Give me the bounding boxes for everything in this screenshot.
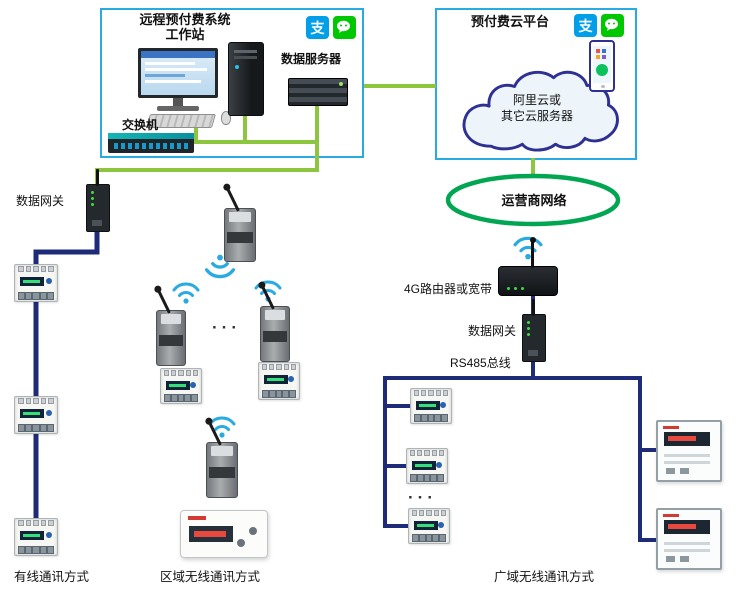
wall-display-meter [656,508,722,570]
wireless-breaker [224,187,256,262]
wall-display-meter [656,420,722,482]
din-meter [406,448,448,484]
tower-server [228,42,264,116]
gateway-right-label: 数据网关 [467,324,516,338]
cloud-platform-title: 预付费云平台 [470,14,549,29]
din-meter [410,388,452,424]
footer-regional-label: 区域无线通讯方式 [160,570,261,584]
rs485-bus-label: RS485总线 [450,356,511,370]
panel-meter [180,510,268,558]
router-label: 4G路由器或宽带 [403,282,492,296]
wireless-breaker [260,285,290,362]
wireless-breaker [156,289,186,366]
alipay-icon: 支 [306,16,329,39]
smartphone-icon [589,40,615,92]
blue-wire-wired-branch [33,229,100,538]
data-server-label: 数据服务器 [281,52,342,66]
data-gateway-left [86,169,110,232]
network-switch [108,133,194,153]
din-meter [408,508,450,544]
data-gateway-right [522,299,546,362]
monitor-screen [138,48,218,98]
din-meter [258,362,300,400]
din-meter [14,518,58,556]
4g-router [498,237,558,296]
wifi-icon [204,254,236,279]
workstation-title: 远程预付费系统 工作站 [110,12,260,42]
rack-server [288,78,348,106]
ellipsis-rs485: ··· [408,488,437,507]
workstation-title-line2: 工作站 [165,27,205,42]
footer-wired-label: 有线通讯方式 [14,570,90,584]
wechat-icon [333,16,356,39]
operator-network-ellipse [445,173,621,227]
wifi-icon [172,282,200,304]
workstation-title-line1: 远程预付费系统 [139,12,231,27]
ellipsis-regional: ··· [212,318,241,337]
din-meter [14,396,58,434]
din-meter [160,368,202,404]
operator-network-label: 运营商网络 [501,193,567,208]
mouse [221,111,231,125]
wireless-breaker [206,421,238,498]
cloud-label: 阿里云或 其它云服务器 [500,93,573,123]
din-meter [14,264,58,302]
footer-wide-area-label: 广域无线通讯方式 [494,570,595,584]
workstation-monitor [138,48,218,114]
switch-label: 交换机 [122,118,159,132]
alipay-icon: 支 [574,14,597,37]
gateway-left-label: 数据网关 [16,194,65,208]
wechat-icon [601,14,624,37]
wifi-icon [513,236,543,260]
